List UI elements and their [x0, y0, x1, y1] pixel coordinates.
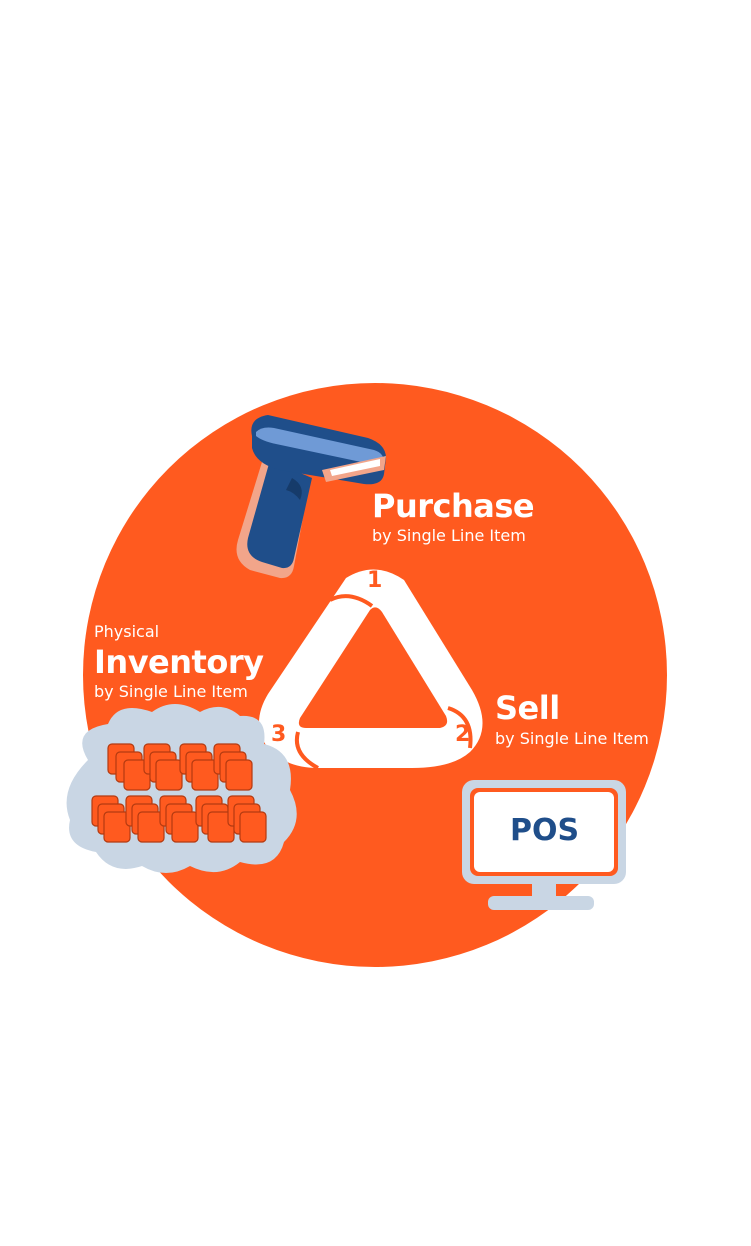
triangle-cycle-arrows: [259, 569, 483, 770]
step-number-1: 1: [367, 568, 383, 593]
pos-label: POS: [510, 813, 580, 848]
purchase-subtitle: by Single Line Item: [372, 526, 526, 545]
inventory-boxes-icon: [66, 704, 297, 873]
pos-monitor-icon: [462, 780, 626, 910]
inventory-subtitle: by Single Line Item: [94, 682, 248, 701]
purchase-title: Purchase: [372, 487, 535, 525]
inventory-prefix: Physical: [94, 622, 160, 641]
barcode-scanner-icon: [236, 415, 386, 579]
step-number-2: 2: [455, 722, 471, 747]
sell-subtitle: by Single Line Item: [495, 729, 649, 748]
step-number-3: 3: [271, 722, 287, 747]
sell-title: Sell: [495, 689, 560, 727]
inventory-title: Inventory: [94, 643, 264, 681]
